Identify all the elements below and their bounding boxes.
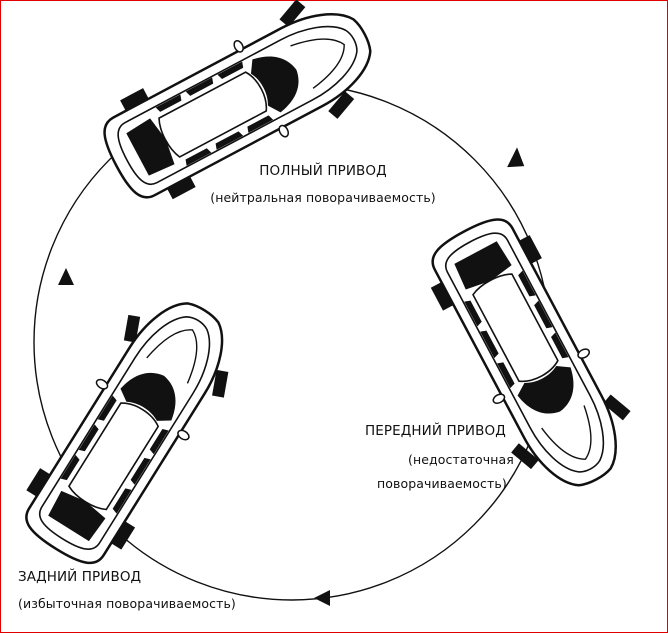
awd-subtitle: (нейтральная поворачиваемость) [210,190,436,205]
fwd-subtitle-line1: (недостаточная [408,452,514,467]
car-rear-wheel-drive [8,280,252,579]
direction-arrow-left [58,268,74,285]
direction-arrow-lower [314,590,330,606]
fwd-subtitle-line2: поворачиваемость) [377,476,507,491]
awd-title: ПОЛНЫЙ ПРИВОД [259,163,387,179]
car-all-wheel-drive [89,0,392,215]
rwd-title: ЗАДНИЙ ПРИВОД [18,569,142,585]
rwd-subtitle: (избыточная поворачиваемость) [18,596,236,611]
direction-arrow-upper-right [507,147,525,168]
fwd-title: ПЕРЕДНИЙ ПРИВОД [365,423,506,439]
